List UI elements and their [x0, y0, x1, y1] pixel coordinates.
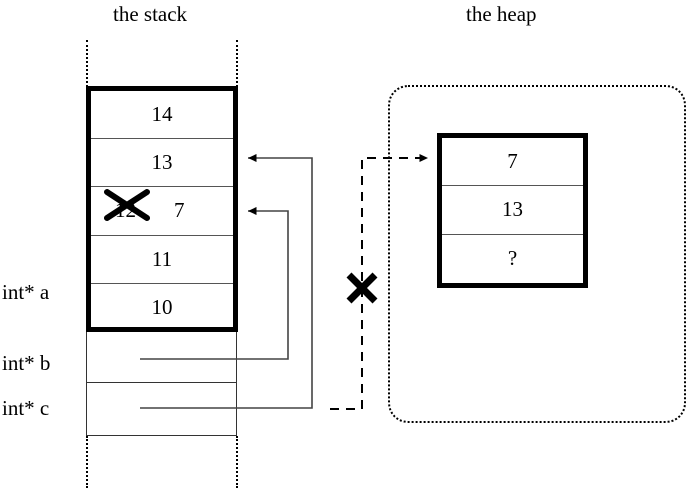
- stack-array-block: 14 13 12 7 11 10: [86, 86, 238, 332]
- variable-label-c: int* c: [2, 396, 50, 420]
- heap-cell-2-value: ?: [507, 246, 518, 271]
- stack-cell-2-crossed-group: 12: [104, 188, 150, 222]
- heap-cell-0: 7: [442, 138, 583, 187]
- heap-cell-0-value: 7: [507, 149, 518, 174]
- stack-cell-2: 12 7: [91, 187, 233, 236]
- stack-cell-3-value: 11: [151, 246, 173, 271]
- stack-cell-2-new-value: 7: [174, 198, 185, 223]
- stack-cell-2-value: 12: [115, 197, 136, 222]
- variable-label-a: int* a: [2, 280, 50, 304]
- heap-cell-1: 13: [442, 186, 583, 235]
- heap-array-block: 7 13 ?: [437, 133, 588, 288]
- stack-cell-4: 10: [91, 284, 233, 332]
- stack-boundary-dotted-bottom-left: [86, 436, 88, 488]
- invalidated-pointer-cross-icon: [346, 272, 378, 304]
- heap-cell-2: ?: [442, 235, 583, 283]
- stack-cell-4-value: 10: [151, 295, 173, 320]
- stack-cell-3: 11: [91, 236, 233, 284]
- stack-boundary-dotted-top-right: [236, 40, 238, 87]
- stack-locals-block: [86, 332, 237, 436]
- stack-cell-0-value: 14: [151, 102, 173, 127]
- stack-cell-0: 14: [91, 91, 233, 140]
- stack-local-slot-b: [87, 332, 236, 383]
- heap-cell-1-value: 13: [502, 197, 523, 222]
- stack-cell-1-value: 13: [151, 150, 173, 175]
- stack-title: the stack: [113, 2, 188, 26]
- stack-boundary-dotted-top-left: [86, 40, 88, 87]
- heap-title: the heap: [466, 2, 537, 26]
- stack-local-slot-c: [87, 383, 236, 434]
- stack-boundary-dotted-bottom-right: [236, 436, 238, 488]
- stack-cell-1: 13: [91, 139, 233, 188]
- variable-label-b: int* b: [2, 351, 51, 375]
